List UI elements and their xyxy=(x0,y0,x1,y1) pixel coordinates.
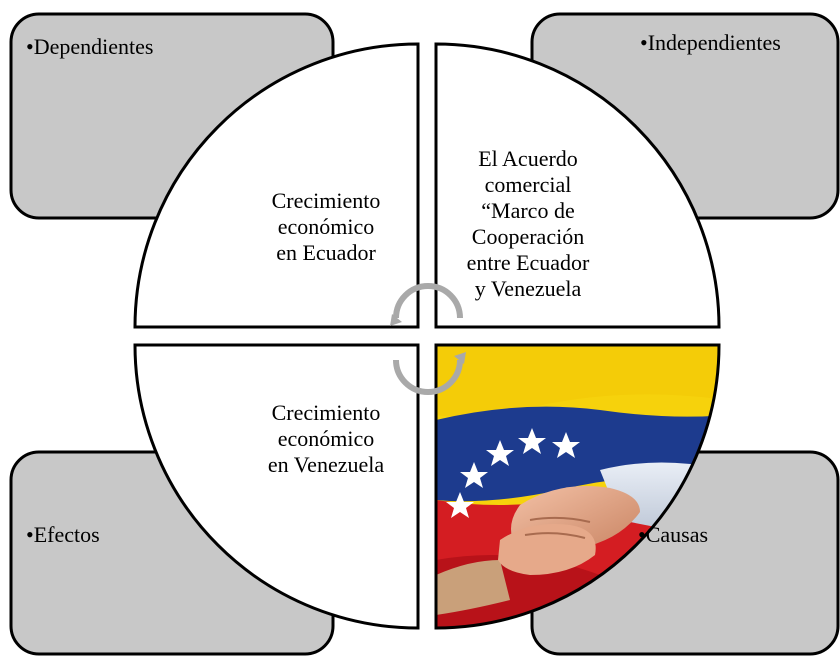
quadrant-bottom-left xyxy=(133,343,420,630)
label-independientes: •Independientes xyxy=(640,30,781,55)
text-line: comercial xyxy=(484,172,572,197)
text-line: Crecimiento xyxy=(271,188,381,213)
text-line: y Venezuela xyxy=(474,276,582,301)
quadrant-top-left xyxy=(133,42,420,329)
label-causas: •Causas xyxy=(638,522,709,547)
text-line: en Ecuador xyxy=(276,240,376,265)
quadrant-top-right xyxy=(434,42,721,329)
label-efectos: •Efectos xyxy=(26,522,100,547)
cycle-arrows-icon xyxy=(390,283,466,395)
text-line: entre Ecuador xyxy=(466,250,590,275)
text-line: económico xyxy=(277,214,375,239)
text-acuerdo-comercial: El Acuerdo comercial “Marco de Cooperaci… xyxy=(446,146,610,302)
text-line: El Acuerdo xyxy=(478,146,578,171)
label-dependientes: •Dependientes xyxy=(26,34,154,59)
text-line: en Venezuela xyxy=(267,452,385,477)
text-crecimiento-venezuela: Crecimiento económico en Venezuela xyxy=(236,400,416,478)
text-line: Cooperación xyxy=(471,224,585,249)
text-crecimiento-ecuador: Crecimiento económico en Ecuador xyxy=(236,188,416,266)
text-line: Crecimiento xyxy=(271,400,381,425)
text-line: “Marco de xyxy=(481,198,575,223)
text-line: económico xyxy=(277,426,375,451)
